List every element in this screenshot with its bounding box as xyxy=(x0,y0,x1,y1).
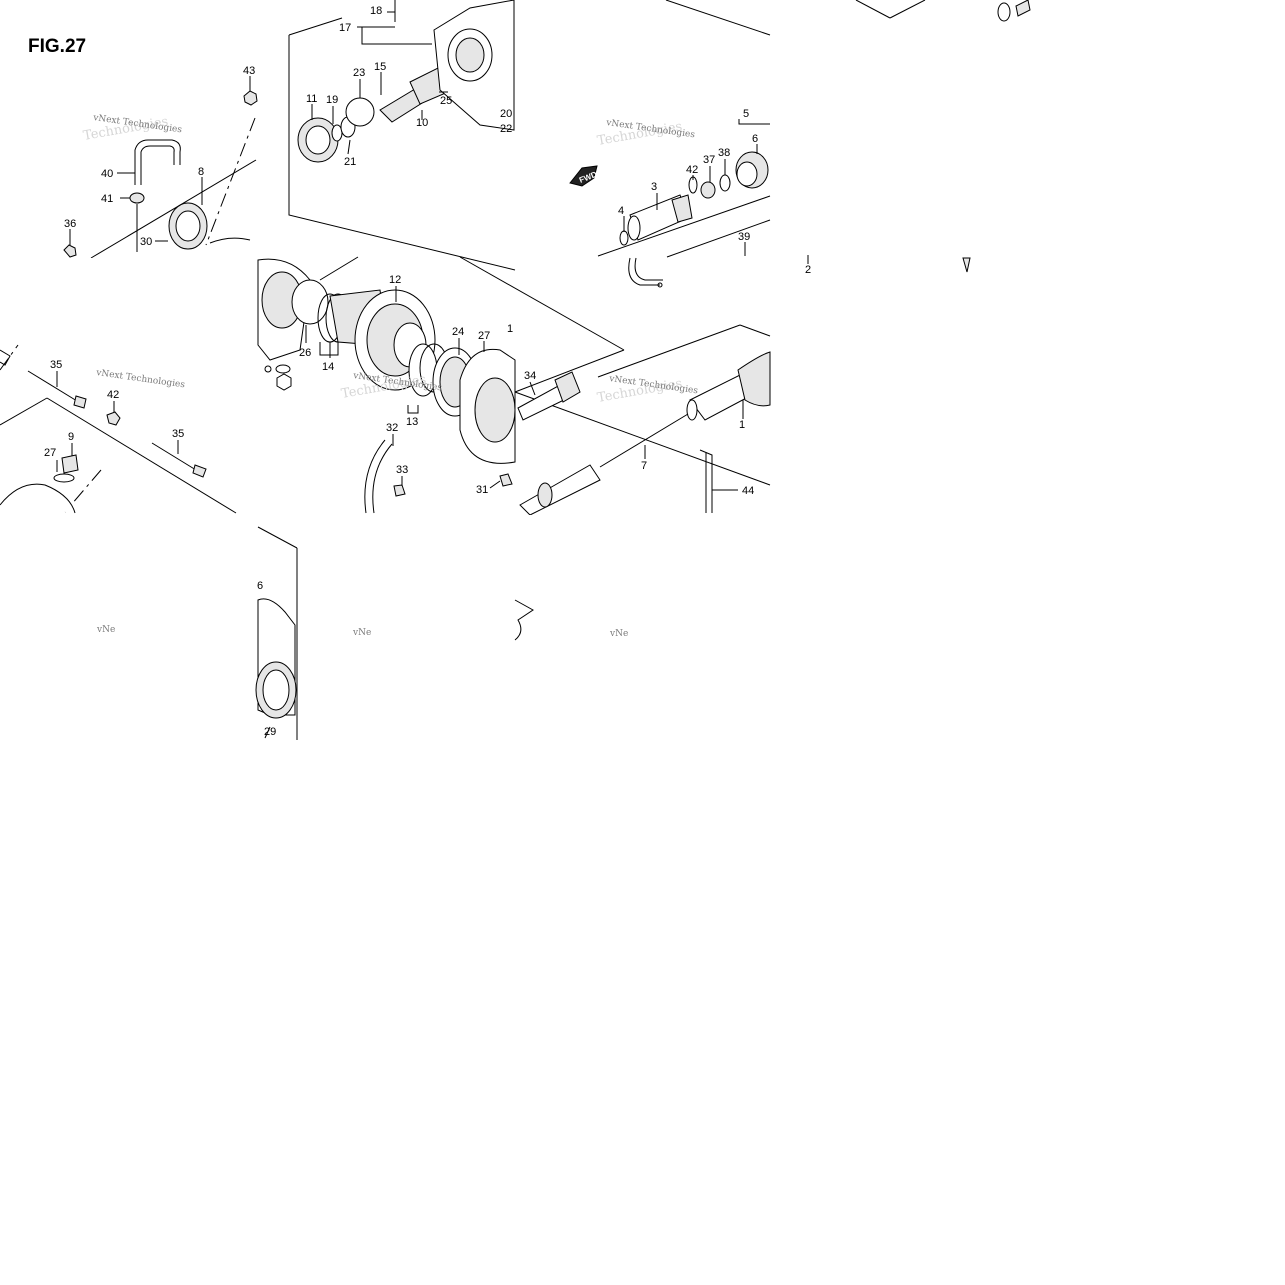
part-label: 5 xyxy=(743,108,749,120)
part-label: 15 xyxy=(374,61,386,73)
cv-boot-1-shape xyxy=(737,351,771,407)
tile-far-right xyxy=(807,0,1031,273)
part-labels: 43 40 41 8 36 30 11 19 21 23 15 17 18 25… xyxy=(44,5,811,738)
part-label: 2 xyxy=(805,264,811,276)
part-label: 38 xyxy=(718,147,730,159)
part-label: 4 xyxy=(618,205,624,217)
part-label: 41 xyxy=(101,193,113,205)
part-label: 39 xyxy=(738,231,750,243)
part-label: 37 xyxy=(703,154,715,166)
part-label: 32 xyxy=(386,422,398,434)
part-label: 18 xyxy=(370,5,382,17)
part-label: 6 xyxy=(257,580,263,592)
part-label: 9 xyxy=(68,431,74,443)
watermarks: Technologies vNext Technologies Technolo… xyxy=(82,113,699,639)
part-label: 35 xyxy=(50,359,62,371)
part-label: 42 xyxy=(107,389,119,401)
part-label: 12 xyxy=(389,274,401,286)
part-label: 43 xyxy=(243,65,255,77)
part-label: 42 xyxy=(686,164,698,176)
tile-left-top xyxy=(63,90,258,259)
part-label: 13 xyxy=(406,416,418,428)
part-label: 27 xyxy=(44,447,56,459)
clamp-41-shape xyxy=(129,192,145,204)
part-label: 14 xyxy=(322,361,334,373)
part-label: 11 xyxy=(306,93,317,105)
part-label: 40 xyxy=(101,168,113,180)
part-label: 26 xyxy=(299,347,311,359)
part-label: 34 xyxy=(524,370,536,382)
part-label: 35 xyxy=(172,428,184,440)
part-label: 8 xyxy=(198,166,204,178)
watermark: vNe xyxy=(352,628,371,638)
tile-left-middle xyxy=(0,344,237,514)
part-label: 29 xyxy=(264,726,276,738)
part-label: 24 xyxy=(452,326,464,338)
tile-right-top: FWD xyxy=(569,0,771,288)
part-label: 23 xyxy=(353,67,365,79)
part-label: 17 xyxy=(339,22,351,34)
tile-middle-top xyxy=(288,0,516,271)
part-label: 3 xyxy=(651,181,657,193)
tile-masks xyxy=(0,30,1285,525)
part-label: 21 xyxy=(344,156,356,168)
part-label: 25 xyxy=(440,95,452,107)
tile-right-middle xyxy=(514,324,771,516)
leader-lines xyxy=(56,11,758,739)
watermark: vNext Technologies xyxy=(95,368,186,391)
part-label: 7 xyxy=(641,460,647,472)
part-label: 44 xyxy=(742,485,754,497)
part-label: 27 xyxy=(478,330,490,342)
part-label: 31 xyxy=(476,484,488,496)
part-label: 1 xyxy=(507,323,513,335)
part-label: 22 xyxy=(500,123,512,135)
part-label: 36 xyxy=(64,218,76,230)
watermark: vNe xyxy=(96,625,115,635)
part-label: 10 xyxy=(416,117,428,129)
tile-center-middle xyxy=(257,256,625,514)
part-label: 20 xyxy=(500,108,512,120)
part-label: 19 xyxy=(326,94,338,106)
tile-bottom xyxy=(255,526,534,740)
part-label: 6 xyxy=(752,133,758,145)
part-label: 1 xyxy=(739,419,745,431)
watermark: vNe xyxy=(609,629,628,639)
part-label: 33 xyxy=(396,464,408,476)
part-label: 30 xyxy=(140,236,152,248)
figure-title: FIG.27 xyxy=(28,36,87,57)
